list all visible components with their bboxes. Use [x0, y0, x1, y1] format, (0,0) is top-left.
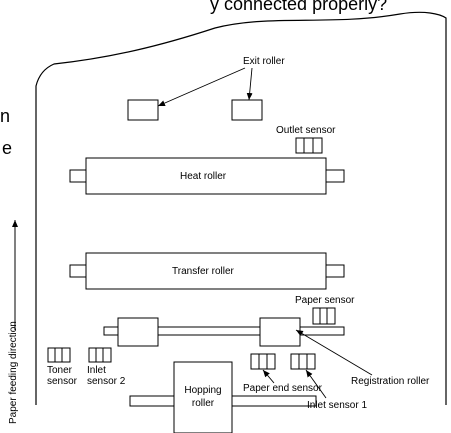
exit-roller-leader-left: [157, 67, 246, 107]
heat-roller: [69, 157, 345, 195]
heat-roller-label: Heat roller: [180, 171, 227, 182]
paper-end-sensor-label: Paper end sensor: [243, 383, 322, 394]
paper-end-sensor-leader: [262, 369, 275, 384]
registration-roller-leader: [295, 329, 373, 376]
exit-roller-left: [127, 99, 159, 121]
outlet-sensor: [295, 137, 323, 154]
hopping-roller-label-line2: roller: [191, 398, 215, 409]
toner-sensor-label-line1: Toner: [47, 365, 73, 376]
header-text-fragment: y connected properly?: [210, 0, 388, 14]
paper-sensor-label: Paper sensor: [295, 295, 355, 306]
inlet-sensor-1-leader: [305, 369, 327, 399]
transfer-roller-label: Transfer roller: [172, 266, 234, 277]
registration-roller: [103, 317, 345, 347]
side-text-fragment-1: n: [0, 106, 11, 126]
exit-roller-leader-right: [246, 67, 253, 101]
inlet-sensor-2: [88, 347, 112, 363]
printer-outline: [35, 11, 447, 405]
inlet-sensor-1: [290, 353, 316, 370]
side-text-fragment-2: e: [2, 138, 13, 158]
toner-sensor: [47, 347, 71, 363]
paper-feeding-direction-label: Paper feeding direction: [8, 321, 19, 424]
toner-sensor-label-line2: sensor: [47, 376, 78, 387]
exit-roller-right: [231, 99, 263, 121]
exit-roller-label: Exit roller: [243, 56, 285, 67]
inlet-sensor-2-label-line2: sensor 2: [87, 376, 126, 387]
hopping-roller-label-line1: Hopping: [184, 385, 222, 396]
outlet-sensor-label: Outlet sensor: [276, 125, 336, 136]
inlet-sensor-2-label-line1: Inlet: [87, 365, 106, 376]
paper-sensor: [312, 307, 336, 325]
transfer-roller: [69, 252, 345, 290]
hopping-roller: [129, 361, 317, 433]
inlet-sensor-1-label: Inlet sensor 1: [307, 400, 368, 411]
registration-roller-label: Registration roller: [351, 376, 430, 387]
paper-end-sensor: [250, 353, 276, 370]
